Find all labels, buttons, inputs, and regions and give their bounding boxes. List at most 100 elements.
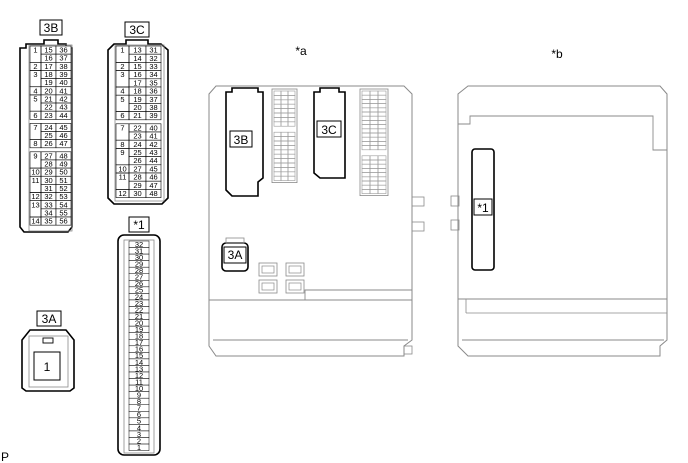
pin-label: 4 bbox=[33, 86, 37, 95]
pin-label: 42 bbox=[149, 140, 157, 149]
pin-label: 13 bbox=[133, 46, 141, 55]
pin-label: 32 bbox=[44, 192, 52, 201]
connector-3a-pin-label: 1 bbox=[44, 360, 51, 374]
pin-label: 44 bbox=[149, 156, 157, 165]
pin-label: 38 bbox=[149, 103, 157, 112]
pin-label: 11 bbox=[32, 176, 40, 185]
pin-label: 9 bbox=[33, 151, 37, 160]
view-b-tag: *b bbox=[551, 47, 563, 61]
pin-label: 5 bbox=[137, 417, 141, 426]
pin-label: 45 bbox=[149, 164, 157, 173]
pin-label: 5 bbox=[120, 95, 124, 104]
pin-label: 18 bbox=[133, 87, 141, 96]
socket-1 bbox=[471, 148, 495, 271]
pin-label: 34 bbox=[44, 208, 52, 217]
pin-label: 44 bbox=[59, 111, 67, 120]
pin-label: 17 bbox=[133, 78, 141, 87]
pin-label: 1 bbox=[33, 46, 37, 55]
connector-3b-outline bbox=[19, 39, 73, 233]
view-b: *b *1 bbox=[450, 47, 668, 357]
pin-label: 23 bbox=[135, 299, 143, 308]
view-a-tag: *a bbox=[295, 44, 307, 58]
pin-label: 12 bbox=[31, 192, 39, 201]
pin-label: 10 bbox=[118, 164, 126, 173]
pin-label: 30 bbox=[133, 189, 141, 198]
pin-label: 17 bbox=[44, 62, 52, 71]
pin-label: 23 bbox=[44, 111, 52, 120]
connector-1: *1 3231302928272625242322212019181716151… bbox=[117, 216, 161, 456]
connector-1-pin-grid: 3231302928272625242322212019181716151413… bbox=[128, 240, 150, 452]
pin-label: 43 bbox=[59, 103, 67, 112]
pin-label: 22 bbox=[135, 305, 143, 314]
pin-label: 20 bbox=[135, 318, 143, 327]
pin-label: 29 bbox=[135, 260, 143, 269]
pin-label: 28 bbox=[133, 173, 141, 182]
pin-label: 22 bbox=[44, 103, 52, 112]
pin-label: 10 bbox=[31, 168, 39, 177]
pin-label: 15 bbox=[44, 46, 52, 55]
pin-label: 36 bbox=[59, 46, 67, 55]
pin-label: 29 bbox=[44, 168, 52, 177]
pin-label: 14 bbox=[133, 54, 141, 63]
connector-1-outline bbox=[117, 234, 161, 456]
pin-label: 10 bbox=[135, 384, 143, 393]
pin-label: 55 bbox=[59, 208, 67, 217]
pin-label: 2 bbox=[120, 62, 124, 71]
pin-label: 21 bbox=[44, 94, 52, 103]
pin-label: 16 bbox=[133, 70, 141, 79]
pin-label: 3 bbox=[33, 70, 37, 79]
connector-3a-outline bbox=[21, 329, 75, 392]
socket-3b bbox=[225, 87, 264, 197]
pin-label: 39 bbox=[149, 111, 157, 120]
pin-label: 26 bbox=[135, 279, 143, 288]
pin-label: 31 bbox=[44, 184, 52, 193]
pin-label: 32 bbox=[135, 240, 143, 249]
pin-label: 51 bbox=[59, 176, 67, 185]
pin-label: 31 bbox=[135, 246, 143, 255]
pin-label: 38 bbox=[59, 62, 67, 71]
pin-label: 37 bbox=[59, 54, 67, 63]
pin-label: 25 bbox=[44, 131, 52, 140]
pin-label: 27 bbox=[135, 273, 143, 282]
pin-label: 33 bbox=[44, 200, 52, 209]
pin-label: 4 bbox=[137, 423, 141, 432]
pin-label: 1 bbox=[137, 443, 141, 452]
socket-3c bbox=[313, 87, 346, 179]
pin-label: 28 bbox=[135, 266, 143, 275]
pin-label: 8 bbox=[33, 139, 37, 148]
pin-label: 3 bbox=[120, 70, 124, 79]
pin-label: 7 bbox=[137, 404, 141, 413]
pin-label: 37 bbox=[149, 95, 157, 104]
pin-label: 46 bbox=[149, 173, 157, 182]
pin-label: 47 bbox=[59, 139, 67, 148]
pin-label: 54 bbox=[59, 200, 67, 209]
pin-label: 50 bbox=[59, 168, 67, 177]
pin-label: 26 bbox=[44, 139, 52, 148]
pin-label: 19 bbox=[135, 325, 143, 334]
connector-3c-outline bbox=[107, 39, 169, 205]
pin-label: 25 bbox=[133, 148, 141, 157]
pin-label: 39 bbox=[59, 70, 67, 79]
pin-label: 6 bbox=[137, 410, 141, 419]
pin-label: 8 bbox=[137, 397, 141, 406]
pin-label: 25 bbox=[135, 286, 143, 295]
pin-label: 40 bbox=[149, 123, 157, 132]
pin-label: 36 bbox=[149, 87, 157, 96]
pin-label: 23 bbox=[133, 132, 141, 141]
pin-label: 7 bbox=[120, 123, 124, 132]
pin-label: 48 bbox=[59, 151, 67, 160]
pin-label: 19 bbox=[133, 95, 141, 104]
pin-label: 13 bbox=[135, 364, 143, 373]
pin-label: 28 bbox=[44, 160, 52, 169]
pin-label: 12 bbox=[135, 371, 143, 380]
view-b-housing bbox=[457, 85, 668, 357]
pin-label: 33 bbox=[149, 62, 157, 71]
pin-label: 12 bbox=[118, 189, 126, 198]
pin-label: 11 bbox=[135, 377, 143, 386]
pin-label: 2 bbox=[137, 436, 141, 445]
pin-label: 20 bbox=[44, 86, 52, 95]
pin-label: 53 bbox=[59, 192, 67, 201]
pin-label: 9 bbox=[137, 391, 141, 400]
pin-label: 11 bbox=[119, 173, 127, 182]
